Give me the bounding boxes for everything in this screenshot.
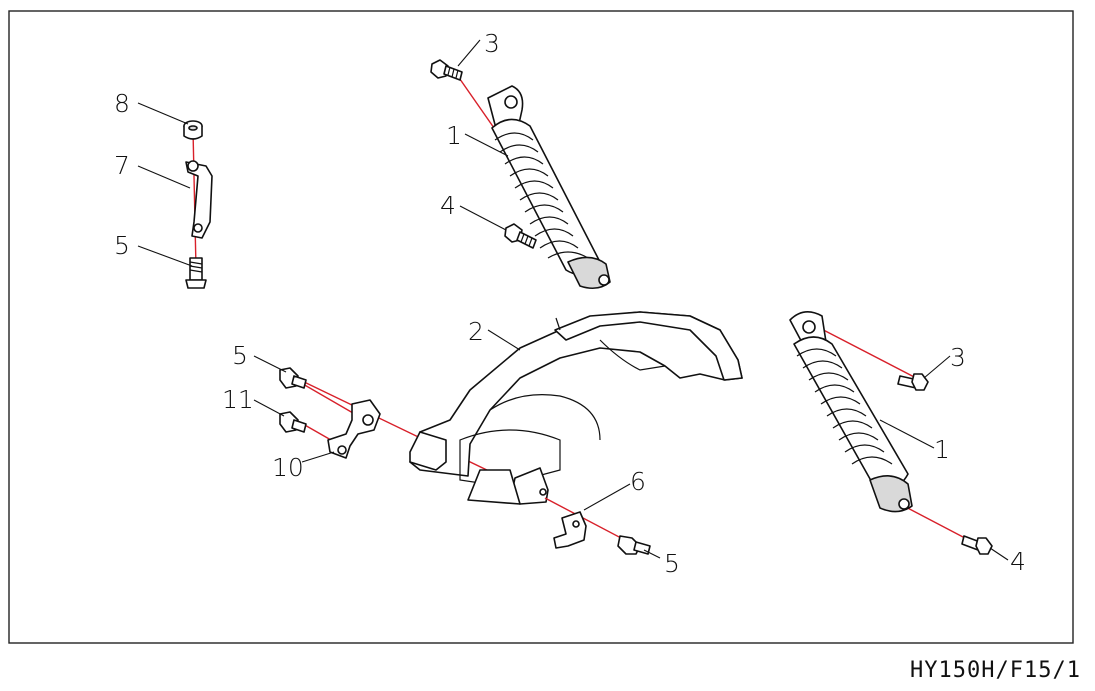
callout-4-right: 4: [1010, 547, 1026, 576]
callout-5-left: 5: [232, 341, 248, 370]
callout-5-bottom: 5: [664, 549, 680, 578]
rear-fender: [299, 311, 743, 505]
callout-1-right: 1: [934, 435, 950, 464]
callout-7: 7: [114, 151, 130, 180]
callout-10: 10: [272, 453, 304, 482]
callout-2: 2: [468, 317, 484, 346]
callout-5-topleft: 5: [114, 231, 130, 260]
shock-absorber-left: [454, 71, 611, 290]
bracket-10-assembly: [279, 367, 381, 459]
bolt-3-upper: [430, 59, 463, 81]
callout-11: 11: [222, 385, 254, 414]
callout-4-left: 4: [440, 191, 456, 220]
callout-labels: 3 1 4 8 7 5 2 5 11 10 6 5 3 1 4: [114, 29, 1026, 578]
plate-6-assembly: [544, 497, 651, 555]
callout-6: 6: [630, 467, 646, 496]
callout-8: 8: [114, 89, 130, 118]
shock-absorber-right: [789, 311, 993, 555]
callout-1-left: 1: [446, 121, 462, 150]
drawing-frame: [8, 10, 1074, 644]
callout-3-right: 3: [950, 343, 966, 372]
leader-lines: [137, 39, 1009, 561]
bracket-7-assembly: [183, 120, 213, 289]
drawing-code: HY150H/F15/1: [910, 658, 1081, 683]
bolt-4-left: [504, 223, 537, 249]
callout-3-top: 3: [484, 29, 500, 58]
